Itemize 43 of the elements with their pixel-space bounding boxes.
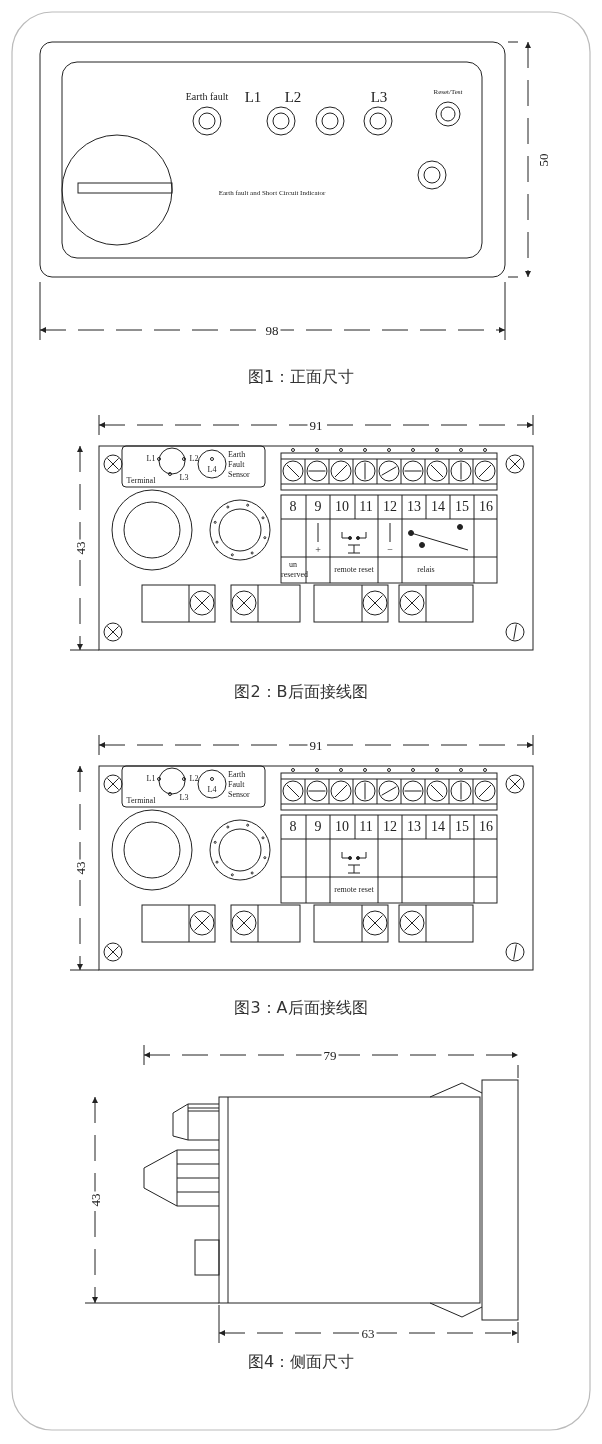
panel-label: L3 [179,474,189,482]
terminal-number: 11 [359,500,373,514]
figure-caption: 图1：正面尺寸 [247,369,355,385]
polarity-sign: + [315,545,321,555]
panel-label: L2 [189,775,199,783]
figure-caption: 图2：B后面接线图 [234,684,368,700]
terminal-number: 10 [335,500,349,514]
panel-label: remote reset [333,565,375,575]
panel-label: L1 [146,455,156,463]
terminal-number: 15 [455,820,469,834]
panel-label: L3 [179,794,189,802]
terminal-number: 11 [359,820,373,834]
terminal-number: 9 [314,500,322,514]
terminal-number: 12 [383,500,397,514]
terminal-number: 14 [431,820,445,834]
terminal-number: 8 [289,820,297,834]
panel-label: Earth fault [185,92,229,102]
terminal-number: 16 [479,500,493,514]
panel-label: relais [417,566,435,574]
panel-label: L3 [370,89,388,105]
terminal-number: 15 [455,500,469,514]
terminal-number: 8 [289,500,297,514]
terminal-number: 10 [335,820,349,834]
terminal-number: 16 [479,820,493,834]
panel-label: Terminal [126,797,156,805]
panel-label: L2 [284,89,302,105]
panel-label: remote reset [333,885,375,895]
panel-label: Earth Fault Sensor [228,770,251,800]
panel-label: Terminal [126,477,156,485]
figure-caption: 图4：侧面尺寸 [247,1354,355,1370]
panel-label: Earth Fault Sensor [228,450,251,480]
panel-label: L1 [244,89,262,105]
panel-label: L4 [207,466,217,474]
polarity-sign: − [387,545,393,555]
figure-caption: 图3：A后面接线图 [234,1000,368,1016]
panel-label: L1 [146,775,156,783]
terminal-number: 14 [431,500,445,514]
panel-label: L4 [207,786,217,794]
panel-label: L2 [189,455,199,463]
terminal-number: 9 [314,820,322,834]
terminal-number: 13 [407,820,421,834]
terminal-number: 13 [407,500,421,514]
terminal-number: 12 [383,820,397,834]
